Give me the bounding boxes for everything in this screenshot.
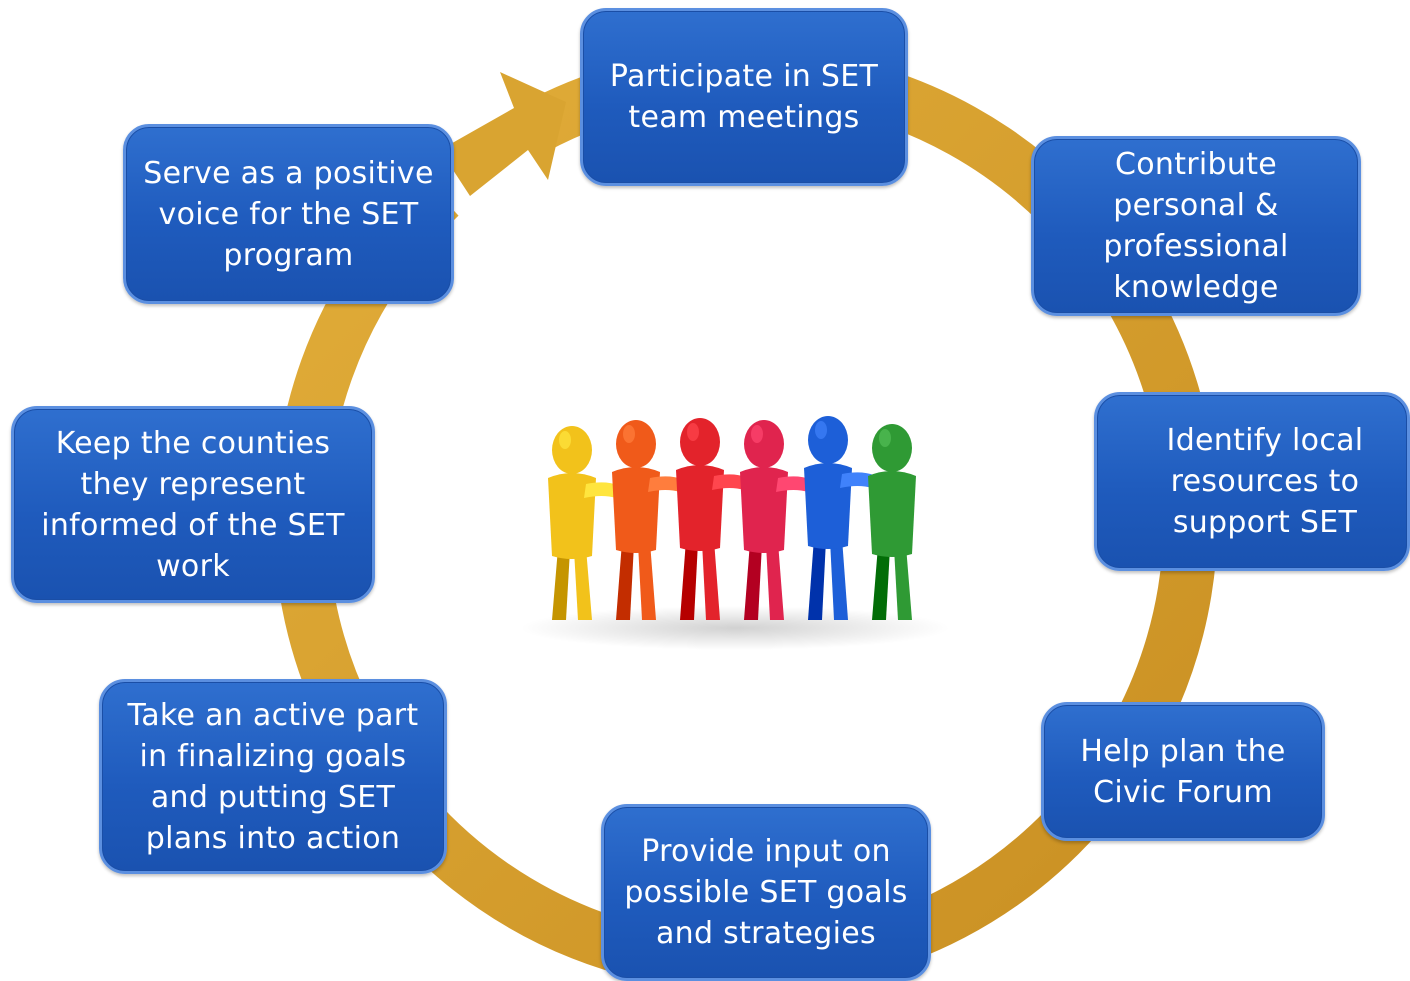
figure-torso (548, 473, 596, 559)
step-label: Keep the counties they represent informe… (41, 425, 345, 584)
step-label: Serve as a positive voice for the SET pr… (143, 155, 434, 273)
figure-leg (702, 540, 720, 620)
figure-head (744, 420, 784, 468)
person-figure-orange (612, 420, 696, 620)
step-label: Help plan the Civic Forum (1080, 733, 1286, 810)
team-figures-illustration (520, 416, 950, 650)
figure-head-highlight (559, 431, 571, 449)
step-keep-counties-informed: Keep the counties they represent informe… (11, 406, 375, 603)
figure-head-highlight (879, 429, 891, 447)
step-label: Contribute personal & professional knowl… (1103, 147, 1289, 305)
figure-torso (676, 465, 724, 551)
figure-torso (868, 471, 916, 557)
step-contribute-knowledge: Contribute personal & professional knowl… (1031, 136, 1361, 316)
step-label: Provide input on possible SET goals and … (624, 834, 908, 951)
figure-leg (766, 542, 784, 620)
step-provide-input: Provide input on possible SET goals and … (601, 804, 931, 981)
figure-leg (744, 542, 762, 620)
step-serve-as-positive-voice: Serve as a positive voice for the SET pr… (123, 124, 454, 304)
figure-leg (872, 546, 890, 620)
figure-torso (612, 467, 660, 553)
figure-leg (830, 538, 848, 620)
figure-leg (638, 542, 656, 620)
figure-leg (574, 548, 592, 620)
figure-head-highlight (815, 421, 827, 439)
step-identify-resources: Identify local resources to support SET (1094, 392, 1410, 571)
figure-head-highlight (751, 425, 763, 443)
figure-head-highlight (623, 425, 635, 443)
figure-head (616, 420, 656, 468)
figure-head-highlight (687, 423, 699, 441)
step-plan-civic-forum: Help plan the Civic Forum (1041, 702, 1325, 841)
person-figure-green (868, 424, 916, 620)
figure-leg (552, 548, 570, 620)
figure-head (552, 426, 592, 474)
figure-leg (680, 540, 698, 620)
cycle-arrow-head (440, 72, 566, 196)
figure-torso (740, 467, 788, 553)
step-participate-in-meetings: Participate in SET team meetings (580, 8, 908, 186)
figure-head (872, 424, 912, 472)
figure-leg (808, 538, 826, 620)
figure-leg (894, 546, 912, 620)
person-figure-blue (804, 416, 888, 620)
step-label: Take an active part in finalizing goals … (127, 697, 419, 856)
figure-head (680, 418, 720, 466)
figure-head (808, 416, 848, 464)
step-label: Participate in SET team meetings (609, 59, 879, 135)
step-take-active-part: Take an active part in finalizing goals … (99, 679, 447, 874)
step-label: Identify local resources to support SET (1166, 423, 1364, 540)
figure-leg (616, 542, 634, 620)
figure-torso (804, 463, 852, 549)
